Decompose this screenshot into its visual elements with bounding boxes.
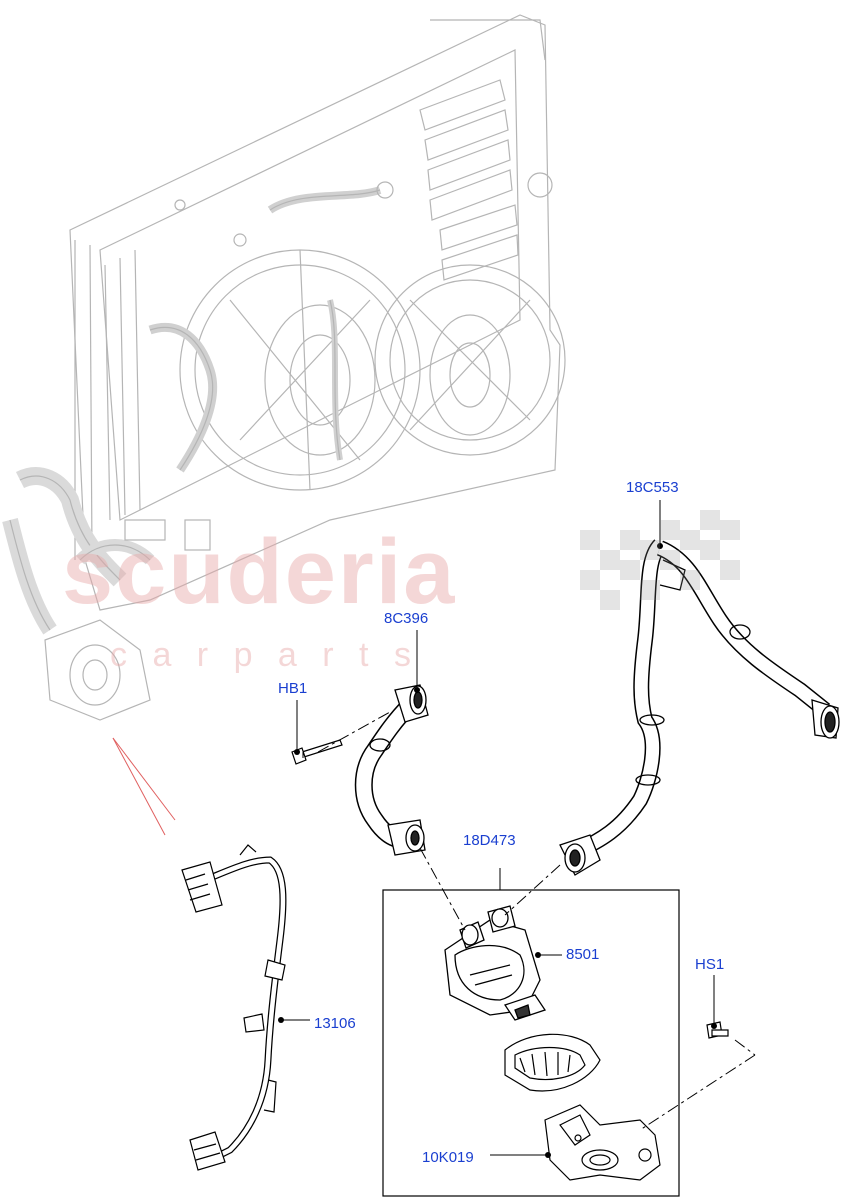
watermark-tagline: c a r p a r t s	[110, 636, 419, 674]
callout-8C396[interactable]: 8C396	[384, 610, 429, 627]
watermark-brand: scuderia	[62, 521, 457, 623]
leader-dots	[278, 543, 717, 1158]
reference-lines	[112, 737, 176, 836]
callout-18D473[interactable]: 18D473	[463, 832, 516, 849]
mount-grommet	[504, 1033, 601, 1092]
assembly-dash-lines	[317, 711, 756, 1131]
pump-8501	[444, 905, 547, 1021]
callout-10K019[interactable]: 10K019	[422, 1149, 474, 1166]
callout-18C553[interactable]: 18C553	[626, 479, 679, 496]
callout-13106[interactable]: 13106	[314, 1015, 356, 1032]
pump-assembly-box	[382, 889, 680, 1197]
hose-8C396	[354, 684, 429, 856]
radiator-fan-assembly	[2, 14, 566, 721]
wiring-harness-13106	[181, 844, 287, 1171]
callout-8501[interactable]: 8501	[566, 946, 600, 963]
callout-HB1[interactable]: HB1	[278, 680, 308, 697]
bolt-HS1	[706, 1021, 729, 1039]
watermark-flag-icon	[580, 510, 740, 610]
hose-18C553	[559, 539, 840, 876]
bracket-10K019	[544, 1104, 661, 1181]
callout-HS1[interactable]: HS1	[695, 956, 725, 973]
leader-lines	[281, 500, 715, 1156]
